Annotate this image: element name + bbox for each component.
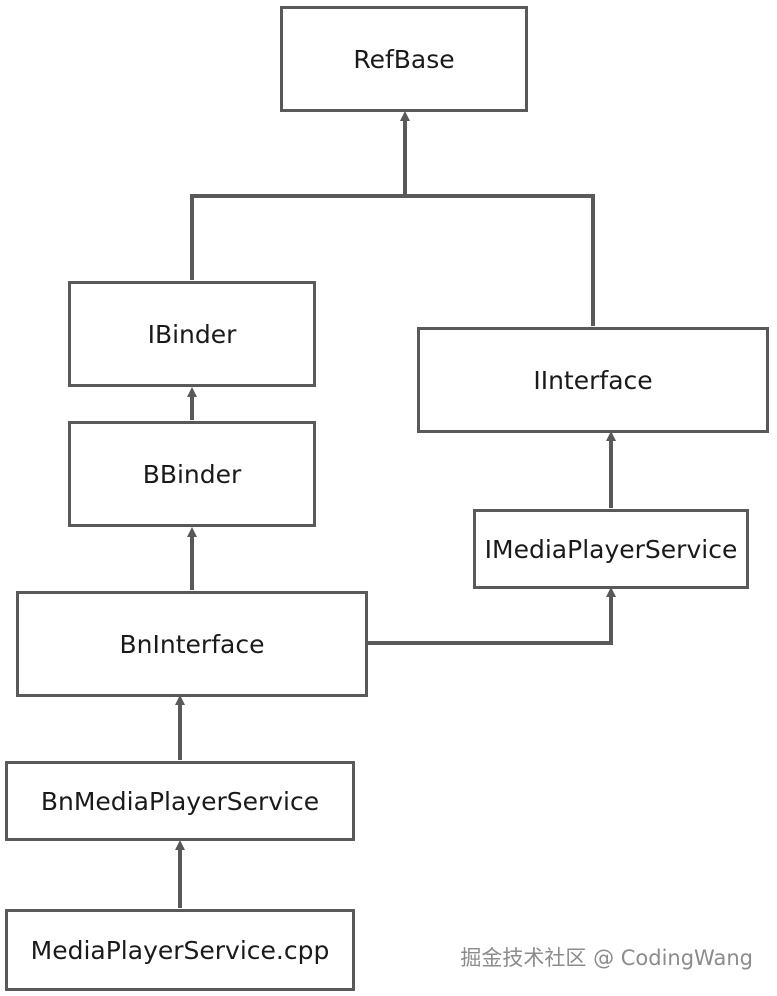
edge-iinterface-to-refbase xyxy=(405,194,595,326)
node-bbinder: BBinder xyxy=(68,421,316,527)
node-refbase: RefBase xyxy=(280,6,528,112)
node-iinterface: IInterface xyxy=(417,327,769,433)
node-imediaplayerservice-label: IMediaPlayerService xyxy=(484,534,738,564)
node-refbase-label: RefBase xyxy=(353,44,455,74)
node-iinterface-label: IInterface xyxy=(533,365,653,395)
node-bninterface-label: BnInterface xyxy=(119,629,265,659)
node-bbinder-label: BBinder xyxy=(142,459,242,489)
node-mediaplayerservice-cpp: MediaPlayerService.cpp xyxy=(5,909,355,991)
node-bninterface: BnInterface xyxy=(16,591,368,697)
node-ibinder-label: IBinder xyxy=(147,319,237,349)
node-imediaplayerservice: IMediaPlayerService xyxy=(473,509,749,589)
node-bnmediaplayerservice-label: BnMediaPlayerService xyxy=(40,786,320,816)
node-mediaplayerservice-cpp-label: MediaPlayerService.cpp xyxy=(30,935,330,965)
node-bnmediaplayerservice: BnMediaPlayerService xyxy=(5,761,355,841)
edge-ibinder-to-refbase xyxy=(190,111,410,280)
node-ibinder: IBinder xyxy=(68,281,316,387)
edge-bninterface-to-imediaplayerservice xyxy=(367,587,616,645)
watermark: 掘金技术社区 @ CodingWang xyxy=(460,946,753,970)
